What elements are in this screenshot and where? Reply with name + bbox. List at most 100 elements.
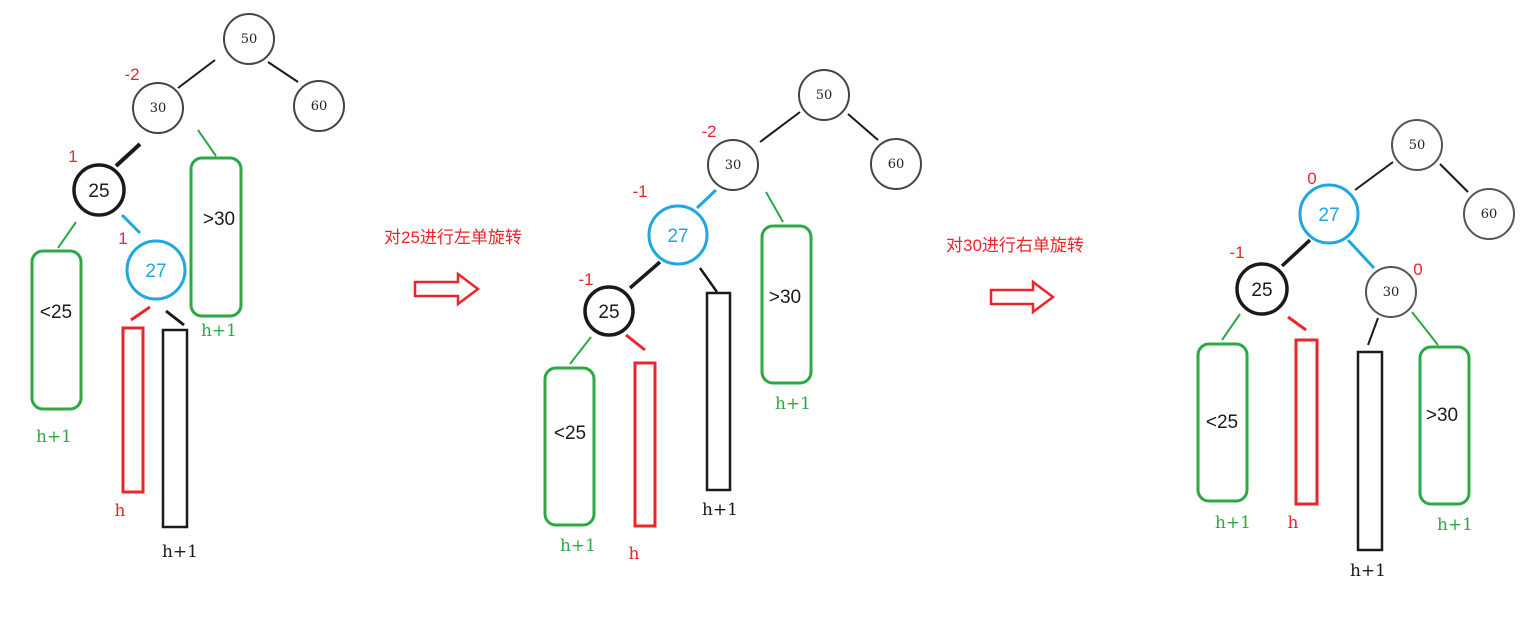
balance-30: 0 (1413, 260, 1422, 279)
step2-label: 对30进行右单旋转 (946, 236, 1084, 255)
edge-30-25 (114, 142, 142, 168)
node-30-key: 30 (150, 101, 167, 116)
node-30-key: 30 (725, 158, 742, 173)
edge-30-right-subtree (1411, 311, 1439, 346)
subtree-greater-30-label: >30 (203, 209, 235, 230)
edge-30-left-subtree (1367, 317, 1379, 346)
node-25 (72, 163, 126, 217)
edge-27-right-subtree (165, 309, 185, 327)
edge-27-30 (1346, 238, 1376, 270)
step1-label: 对25进行左单旋转 (384, 228, 522, 247)
balance-27: -1 (632, 182, 647, 201)
height-less-25: h+1 (560, 536, 596, 556)
node-27-key: 27 (1318, 205, 1339, 226)
height-25-right: h (629, 544, 640, 564)
node-60-key: 60 (888, 157, 905, 172)
balance-30: -2 (124, 65, 139, 84)
balance-27: 0 (1307, 169, 1316, 188)
edge-25-right-subtree (625, 333, 646, 352)
node-50 (223, 13, 275, 65)
node-25 (1235, 262, 1289, 316)
node-60 (870, 138, 922, 190)
edge-27-left-subtree (130, 305, 151, 322)
height-27-right: h+1 (162, 542, 198, 562)
height-greater-30: h+1 (1437, 515, 1473, 535)
height-27-right: h+1 (702, 500, 738, 520)
node-27 (647, 204, 709, 266)
subtree-greater-30 (760, 224, 813, 385)
subtree-less-25 (1196, 342, 1249, 503)
subtree-27-right (161, 328, 189, 529)
node-30-key: 30 (1383, 285, 1400, 300)
edge-30-27 (695, 188, 718, 210)
node-30 (707, 139, 759, 191)
node-27-key: 27 (667, 226, 688, 247)
edge-27-right-subtree (698, 267, 719, 293)
edge-50-60 (267, 61, 299, 83)
edge-27-25 (1280, 238, 1312, 268)
subtree-greater-30-label: >30 (1426, 405, 1458, 426)
edge-25-left-subtree (57, 221, 77, 249)
node-30 (132, 82, 184, 134)
node-30 (1365, 266, 1417, 318)
subtree-30-left (1356, 350, 1384, 552)
node-25-key: 25 (1251, 280, 1272, 301)
subtree-greater-30 (189, 156, 243, 318)
step2-arrow-icon (989, 279, 1056, 315)
subtree-less-25 (30, 249, 83, 411)
diagram-after-right-rotation: 50 27 60 25 30 0 -1 0 <25 h+1 h h+1 >30 … (1196, 119, 1515, 581)
subtree-greater-30 (1418, 345, 1471, 506)
edge-50-60 (847, 113, 879, 141)
node-25-key: 25 (598, 302, 619, 323)
subtree-27-right (705, 291, 732, 492)
edge-50-27 (1354, 161, 1394, 191)
step1-arrow-icon (413, 271, 481, 307)
balance-27: 1 (118, 229, 127, 248)
node-25-key: 25 (88, 181, 109, 202)
edge-25-left-subtree (569, 336, 592, 365)
edge-25-right-subtree (1287, 315, 1307, 332)
edge-30-right-subtree (197, 129, 217, 157)
node-27 (125, 239, 187, 301)
height-27-left: h (115, 501, 126, 521)
height-less-25: h+1 (1215, 513, 1251, 533)
subtree-greater-30-label: >30 (769, 287, 801, 308)
diagram-before: 50 30 60 25 27 -2 1 1 >30 h+1 <25 h+1 h … (30, 13, 345, 562)
subtree-less-25-label: <25 (554, 423, 586, 444)
node-50-key: 50 (1409, 138, 1426, 153)
height-less-25: h+1 (36, 427, 72, 447)
node-60-key: 60 (1481, 207, 1498, 222)
balance-25: -1 (1229, 243, 1244, 262)
node-50-key: 50 (241, 32, 258, 47)
edge-27-25 (628, 260, 662, 290)
edge-50-30 (759, 111, 801, 143)
edge-25-left-subtree (1221, 313, 1241, 341)
subtree-25-right (633, 361, 657, 528)
node-50 (798, 69, 850, 121)
subtree-less-25-label: <25 (1206, 412, 1238, 433)
edge-50-60 (1439, 163, 1469, 193)
node-60 (1463, 188, 1515, 240)
node-25 (583, 285, 635, 337)
node-27-key: 27 (145, 261, 166, 282)
diagram-after-left-rotation: 50 30 60 27 25 -2 -1 -1 >30 h+1 <25 h+1 … (543, 69, 922, 564)
subtree-less-25 (543, 366, 596, 527)
subtree-less-25-label: <25 (40, 302, 72, 323)
node-60-key: 60 (311, 99, 328, 114)
edge-30-right-subtree (765, 191, 784, 223)
height-greater-30: h+1 (775, 394, 811, 414)
balance-25: 1 (68, 147, 77, 166)
height-greater-30: h+1 (201, 321, 237, 341)
balance-25: -1 (578, 270, 593, 289)
node-60 (293, 80, 345, 132)
node-50 (1391, 119, 1443, 171)
node-50-key: 50 (816, 88, 833, 103)
edge-50-30 (177, 59, 216, 89)
balance-30: -2 (701, 122, 716, 141)
edge-25-27 (120, 213, 142, 235)
node-27 (1298, 183, 1360, 245)
height-25-right: h (1288, 513, 1299, 533)
subtree-27-left (121, 326, 145, 494)
subtree-25-right (1294, 338, 1319, 506)
